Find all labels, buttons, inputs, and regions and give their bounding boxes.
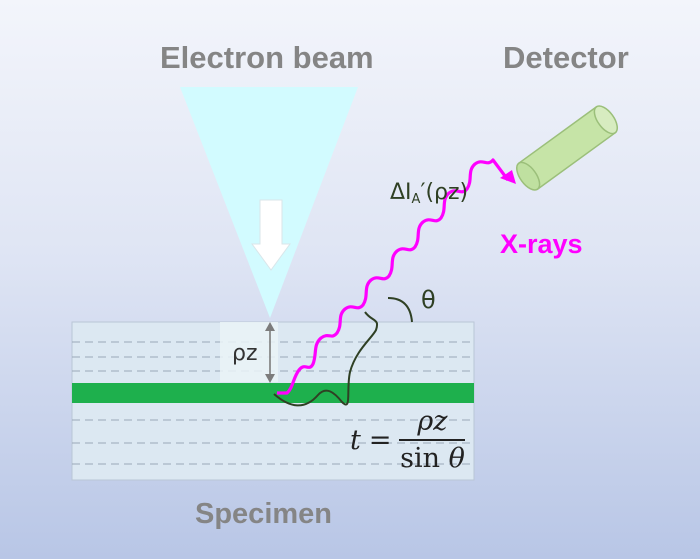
xray-wave — [277, 158, 510, 395]
formula-fraction-bar — [399, 439, 466, 441]
formula-sin: sin — [400, 443, 440, 474]
intensity-main: ΔI — [390, 180, 412, 205]
formula-numerator: ρz — [417, 406, 448, 437]
intensity-tail: ′(ρz) — [420, 180, 469, 205]
theta-arc — [387, 297, 413, 323]
absorption-path — [273, 311, 378, 407]
detector — [516, 105, 618, 191]
xray-arrowhead — [500, 170, 516, 184]
emitting-layer — [72, 383, 474, 403]
path-length-formula: t = ρz sin θ — [350, 400, 466, 480]
formula-lhs: t — [350, 424, 361, 456]
formula-fraction: ρz sin θ — [399, 406, 466, 474]
beam-direction-arrow — [251, 199, 291, 271]
intensity-subscript: A — [411, 192, 421, 207]
xrays-label: X-rays — [500, 229, 583, 259]
theta-label: θ — [421, 286, 436, 314]
specimen-label: Specimen — [195, 498, 332, 530]
electron-beam-label: Electron beam — [160, 40, 374, 75]
intensity-label: ΔIA′(ρz) — [390, 180, 468, 207]
formula-denominator: sin θ — [400, 441, 465, 474]
formula-equals: = — [368, 424, 392, 456]
detector-label: Detector — [503, 40, 629, 75]
depth-indicator — [265, 322, 275, 383]
interaction-patch — [220, 322, 278, 382]
formula-theta: θ — [448, 443, 465, 474]
depth-label: ρz — [232, 341, 258, 366]
